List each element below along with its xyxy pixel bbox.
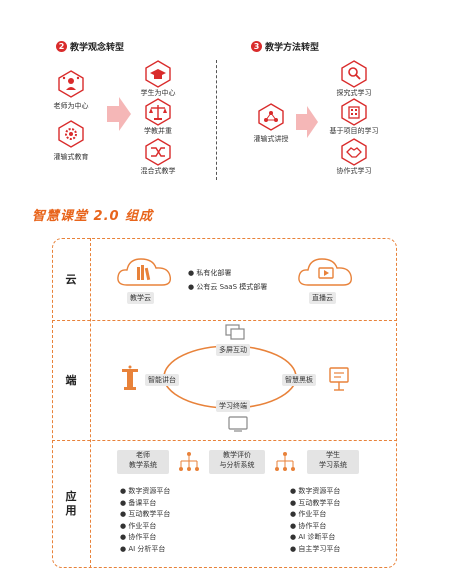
student-system-box: 学生 学习系统 xyxy=(307,450,359,474)
evaluation-system-box: 教学评价 与分析系统 xyxy=(209,450,265,474)
cloud-video-icon xyxy=(298,258,353,286)
transform-arrow-icon xyxy=(107,97,131,131)
label-dual-focus: 学教并重 xyxy=(144,127,172,135)
list-item: ● AI 分析平台 xyxy=(120,544,166,553)
label-student-center: 学生为中心 xyxy=(140,89,176,97)
graduation-cap-icon xyxy=(145,60,171,88)
label-teacher-center: 老师为中心 xyxy=(53,102,89,110)
label-collab: 协作式学习 xyxy=(336,167,372,175)
hierarchy-icon xyxy=(179,452,199,471)
list-item: ● 互动教学平台 xyxy=(290,498,341,507)
row-divider xyxy=(52,320,397,321)
teacher-system-box: 老师 教学系统 xyxy=(117,450,169,474)
label-smart-podium: 智能讲台 xyxy=(145,374,179,386)
section-title-text: 教学方法转型 xyxy=(265,43,320,53)
label-live-cloud: 直播云 xyxy=(309,292,336,304)
search-icon xyxy=(341,60,367,88)
podium-icon xyxy=(122,365,138,390)
section-number: 3 xyxy=(251,41,262,52)
list-item: ● 自主学习平台 xyxy=(290,544,341,553)
row-cloud-caption: 云 xyxy=(65,273,77,286)
composition-frame xyxy=(52,238,397,568)
cloud-bullet-public: ● 公有云 SaaS 模式部署 xyxy=(188,283,268,291)
label-smart-blackboard: 智慧黑板 xyxy=(282,374,316,386)
terminal-icon xyxy=(228,416,248,432)
list-item: ● 互动教学平台 xyxy=(120,510,171,519)
section-title-method: 3 教学方法转型 xyxy=(251,40,319,53)
section-number: 2 xyxy=(56,41,67,52)
list-item: ● AI 诊断平台 xyxy=(290,533,336,542)
smart-blackboard-icon xyxy=(329,367,349,391)
label-teaching-cloud: 教学云 xyxy=(127,292,154,304)
building-icon xyxy=(341,98,367,126)
list-item: ● 数字资源平台 xyxy=(290,487,341,495)
scale-icon xyxy=(145,98,171,126)
section-title-concept: 2 教学观念转型 xyxy=(56,40,124,53)
section-divider xyxy=(216,60,217,180)
label-inquiry: 探究式学习 xyxy=(336,89,372,97)
list-item: ● 协作平台 xyxy=(290,521,327,530)
label-learning-terminal: 学习终端 xyxy=(216,400,250,412)
row-app-caption: 应 用 xyxy=(65,490,77,517)
row-divider xyxy=(52,440,397,441)
label-cramming: 灌输式教育 xyxy=(53,153,89,161)
list-item: ● 备课平台 xyxy=(120,498,157,507)
list-item: ● 作业平台 xyxy=(290,510,327,519)
label-lecture: 灌输式讲授 xyxy=(253,135,289,143)
cloud-books-icon xyxy=(117,258,172,286)
handshake-icon xyxy=(341,138,367,166)
transform-arrow-icon xyxy=(296,106,318,138)
list-item: ● 作业平台 xyxy=(120,521,157,530)
section-title-text: 教学观念转型 xyxy=(70,43,125,53)
shuffle-icon xyxy=(145,138,171,166)
network-icon xyxy=(258,103,284,131)
student-platform-list: ● 数字资源平台 ● 互动教学平台 ● 作业平台 ● 协作平台 ● AI 诊断平… xyxy=(290,486,340,556)
row-end-caption: 端 xyxy=(65,374,77,387)
brand-title: 智慧课堂 2.0 组成 xyxy=(32,209,154,224)
list-item: ● 协作平台 xyxy=(120,533,157,542)
teacher-network-icon xyxy=(58,70,84,98)
cloud-bullet-private: ● 私有化部署 xyxy=(188,269,232,277)
gear-brain-icon xyxy=(58,120,84,148)
list-item: ● 数字资源平台 xyxy=(120,487,171,495)
label-blended: 混合式教学 xyxy=(140,167,176,175)
hierarchy-icon xyxy=(275,452,295,471)
label-multi-screen: 多屏互动 xyxy=(216,344,250,356)
label-project: 基于项目的学习 xyxy=(329,127,379,135)
multi-screen-icon xyxy=(225,324,245,340)
row-caption-divider xyxy=(90,238,91,568)
teacher-platform-list: ● 数字资源平台 ● 备课平台 ● 互动教学平台 ● 作业平台 ● 协作平台 ●… xyxy=(120,486,170,556)
